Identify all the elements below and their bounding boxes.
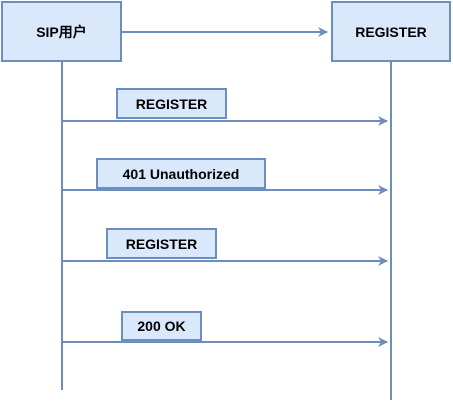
participant-label-register: REGISTER [355,23,427,40]
participant-label-sip-user: SIP用户 [36,23,87,40]
message-label-register-1: REGISTER [116,88,227,119]
message-label-text: 200 OK [137,318,186,334]
message-label-200-ok: 200 OK [121,311,202,341]
message-label-text: REGISTER [125,235,198,252]
message-label-text: 401 Unauthorized [122,165,240,182]
message-label-text: REGISTER [135,95,208,112]
message-label-401-unauthorized: 401 Unauthorized [96,158,266,189]
message-label-register-2: REGISTER [106,228,217,259]
participant-box-sip-user: SIP用户 [1,1,122,62]
participant-box-register: REGISTER [331,1,451,62]
